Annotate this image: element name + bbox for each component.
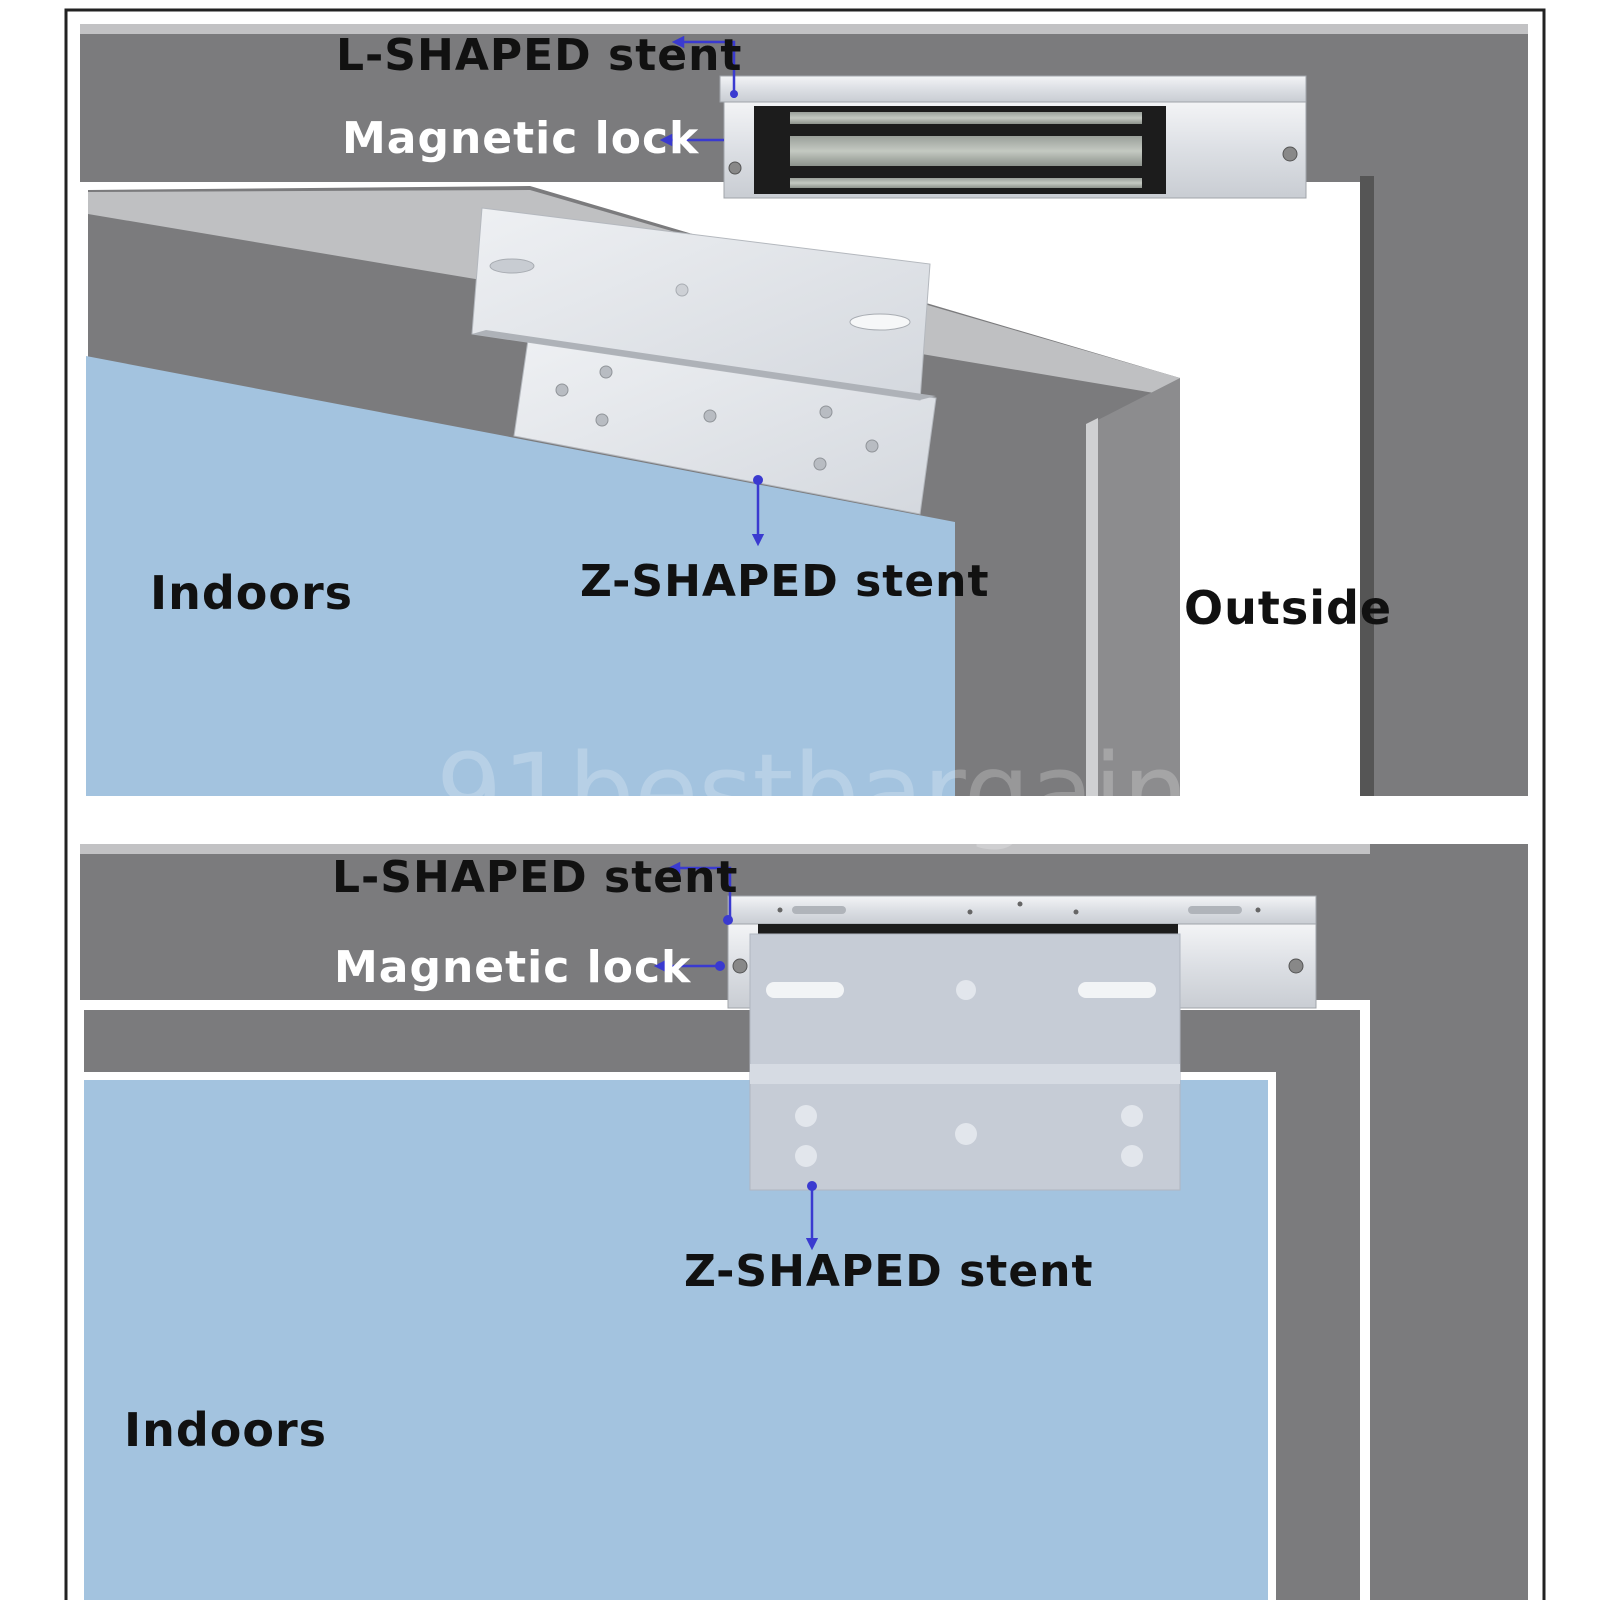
top-l-shaped-stent [719, 75, 1307, 103]
top-z-stent-fold [472, 330, 936, 400]
bottom-z-slot-left [766, 982, 844, 998]
bottom-z-stent-fold [750, 1064, 1180, 1084]
bottom-lock-arrow-dot [715, 961, 725, 971]
top-lock-screw-left [728, 161, 742, 175]
top-z-hole-5 [819, 405, 833, 419]
watermark: 91bestbargains [436, 731, 1243, 853]
top-z-stent-arrow-dot [753, 475, 763, 485]
bottom-z-shaped-label: Z-SHAPED stent [684, 1246, 1094, 1297]
bottom-l-shaped-label: L-SHAPED stent [332, 852, 738, 903]
bottom-l-hole-2 [967, 909, 973, 915]
top-door-side [1090, 378, 1180, 796]
top-inner-jamb [1360, 176, 1374, 796]
bottom-l-hole-4 [1073, 909, 1079, 915]
bottom-l-hole-1 [777, 907, 783, 913]
bottom-l-slot-left [792, 906, 846, 914]
top-z-shaped-label: Z-SHAPED stent [580, 556, 990, 607]
top-z-shaped-stent [471, 207, 937, 515]
bottom-l-stent-arrow [667, 861, 732, 920]
top-lock-coil-bar-2 [790, 136, 1142, 166]
bottom-indoors-label: Indoors [124, 1403, 327, 1457]
top-door-glass [86, 356, 955, 796]
bottom-frame-topline [80, 844, 1528, 854]
bottom-z-slot-right [1078, 982, 1156, 998]
top-z-hole-upper [675, 283, 689, 297]
top-z-hole-3 [595, 413, 609, 427]
bottom-magnetic-lock-label: Magnetic lock [334, 942, 692, 993]
bottom-z-hole-3 [955, 1123, 977, 1145]
top-magnetic-lock-assembly [719, 75, 1307, 199]
top-lock-coil-bar-1 [790, 112, 1142, 124]
top-lock-screw-right [1282, 146, 1298, 162]
top-z-slot-right [849, 313, 911, 331]
bottom-z-shaped-stent [749, 933, 1181, 1191]
top-z-hole-1 [555, 383, 569, 397]
top-magnetic-lock-label: Magnetic lock [342, 113, 700, 164]
top-frame-right [1372, 24, 1528, 796]
top-z-hole-4 [703, 409, 717, 423]
bottom-l-hole-5 [1255, 907, 1261, 913]
bottom-z-hole-4 [1121, 1105, 1143, 1127]
top-lock-coil-bar-3 [790, 178, 1142, 188]
top-z-hole-7 [813, 457, 827, 471]
bottom-lock-screw-left [732, 958, 748, 974]
bottom-z-hole-1 [795, 1105, 817, 1127]
bottom-z-hole-2 [795, 1145, 817, 1167]
bottom-z-stent-plate [749, 933, 1181, 1191]
bottom-l-stent-arrow-dot [723, 915, 733, 925]
top-z-hole-6 [865, 439, 879, 453]
top-l-shaped-label: L-SHAPED stent [336, 30, 742, 81]
bottom-frame-right [1370, 844, 1528, 1600]
top-indoors-label: Indoors [150, 566, 353, 620]
bottom-lock-dark-strip [758, 924, 1178, 936]
top-z-slot-left [489, 258, 535, 274]
top-panel: L-SHAPED stent Magnetic lock Indoors Z-S… [80, 24, 1528, 796]
top-door-side-strip [1086, 418, 1098, 796]
bottom-l-slot-right [1188, 906, 1242, 914]
bottom-z-hole-5 [1121, 1145, 1143, 1167]
bottom-lock-screw-right [1288, 958, 1304, 974]
top-outside-label: Outside [1184, 581, 1392, 635]
bottom-l-hole-3 [1017, 901, 1023, 907]
bottom-panel: L-SHAPED stent Magnetic lock Z-SHAPED st… [80, 844, 1528, 1600]
bottom-z-hole-top [956, 980, 976, 1000]
top-z-hole-2 [599, 365, 613, 379]
outer-border [64, 8, 1546, 1600]
top-l-stent-arrow-dot [730, 90, 738, 98]
bottom-z-stent-arrow-dot [807, 1181, 817, 1191]
top-l-stent-arrow [671, 35, 736, 98]
top-frame-topline [80, 24, 1528, 34]
